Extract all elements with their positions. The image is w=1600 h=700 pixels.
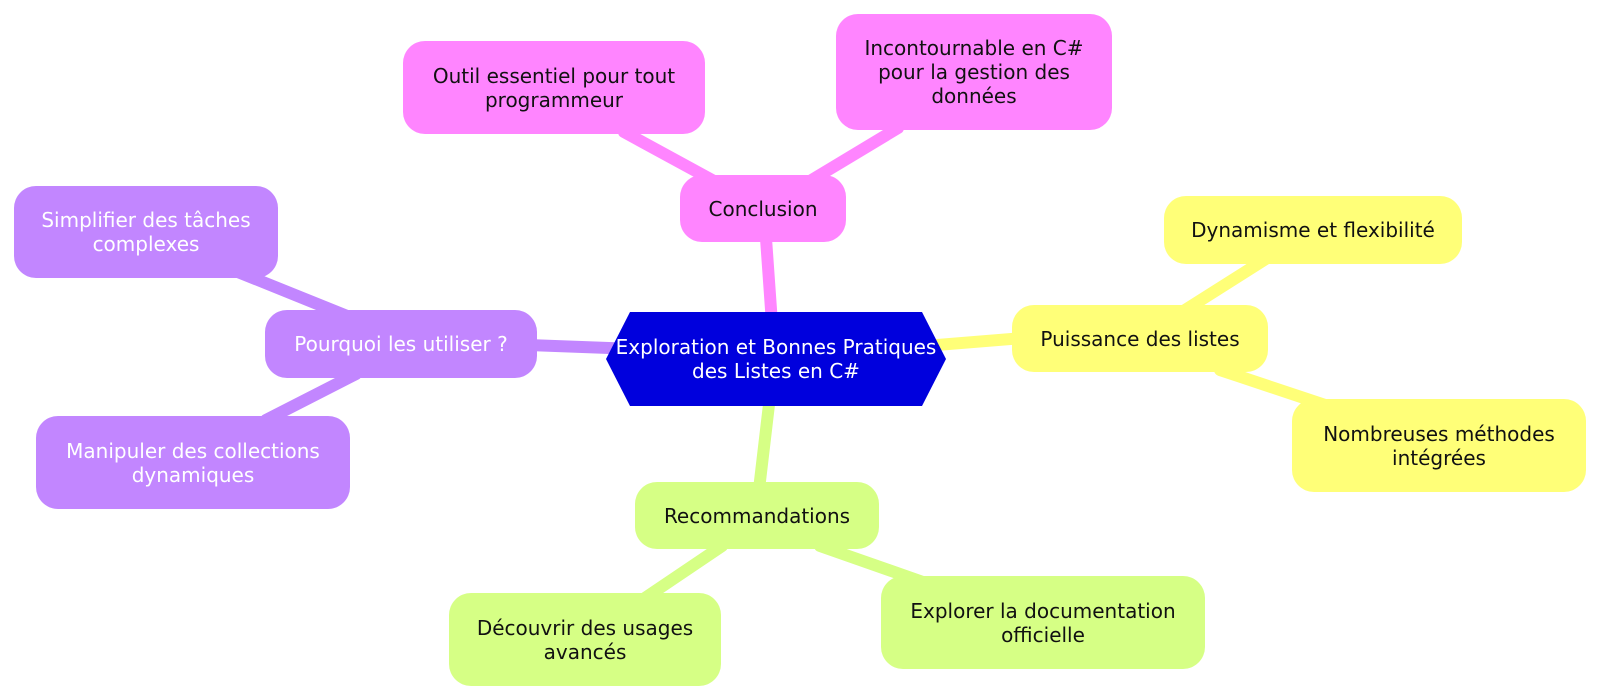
branch-recommandations[interactable]: Recommandations [635,482,879,549]
root-hexagon [606,312,946,406]
root-node[interactable]: Exploration et Bonnes Pratiques des List… [606,312,946,406]
edge-puissance-dynamisme [1176,249,1278,318]
branch-pourquoi[interactable]: Pourquoi les utiliser ? [265,310,537,378]
leaf-nombreuses-methodes[interactable]: Nombreuses méthodes intégrées [1292,399,1586,492]
leaf-simplifier[interactable]: Simplifier des tâches complexes [14,186,278,278]
leaf-decouvrir[interactable]: Découvrir des usages avancés [449,593,721,686]
root-label: Exploration et Bonnes Pratiques des List… [615,335,937,383]
branch-puissance-des-listes[interactable]: Puissance des listes [1012,305,1268,372]
leaf-outil-essentiel[interactable]: Outil essentiel pour tout programmeur [403,41,705,134]
branch-conclusion[interactable]: Conclusion [680,175,846,242]
edge-pourquoi-manipuler [260,368,362,426]
edge-recommandations-decouvrir [636,540,728,606]
leaf-explorer-documentation[interactable]: Explorer la documentation officielle [881,576,1205,669]
leaf-incontournable[interactable]: Incontournable en C# pour la gestion des… [836,14,1112,130]
leaf-manipuler[interactable]: Manipuler des collections dynamiques [36,416,350,509]
leaf-dynamisme[interactable]: Dynamisme et flexibilité [1164,196,1462,264]
